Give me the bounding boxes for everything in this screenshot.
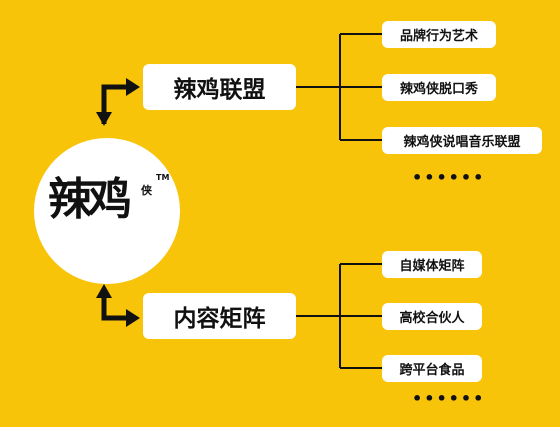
leaf-rap-alliance: 辣鸡侠说唱音乐联盟 — [382, 127, 542, 154]
logo-main-text: 辣鸡 — [48, 174, 132, 225]
branch-box-alliance: 辣鸡联盟 — [143, 64, 296, 110]
arrow-to-matrix — [101, 298, 128, 321]
logo-small-text: 侠 — [141, 184, 152, 197]
more-dots-alliance: •••••• — [412, 168, 486, 187]
arrow-to-alliance — [101, 84, 128, 124]
leaf-campus-partner: 高校合伙人 — [382, 303, 482, 330]
logo-trademark: TM — [156, 173, 170, 182]
leaf-cross-platform-food: 跨平台食品 — [382, 355, 482, 382]
leaf-brand-art: 品牌行为艺术 — [382, 21, 496, 48]
branch-box-matrix: 内容矩阵 — [143, 293, 296, 339]
logo-circle — [34, 138, 180, 284]
more-dots-matrix: •••••• — [412, 389, 486, 408]
leaf-talk-show: 辣鸡侠脱口秀 — [382, 74, 496, 101]
leaf-media-matrix: 自媒体矩阵 — [382, 251, 482, 278]
